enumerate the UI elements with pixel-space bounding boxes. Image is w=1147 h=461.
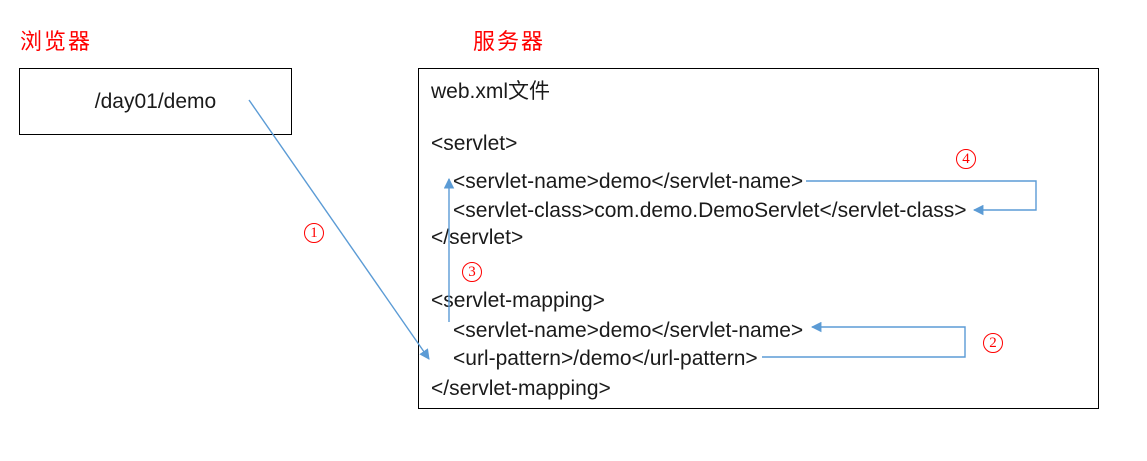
xml-line-url-pattern: <url-pattern>/demo</url-pattern> [453, 347, 758, 370]
arrow-step1-request [248, 99, 430, 360]
xml-line-servlet-close: </servlet> [431, 226, 524, 249]
xml-line-servlet-class: <servlet-class>com.demo.DemoServlet</ser… [453, 199, 967, 222]
webxml-file-title: web.xml文件 [431, 80, 551, 103]
browser-label: 浏览器 [20, 29, 93, 54]
step-marker-4: 4 [956, 149, 976, 169]
step-marker-1: 1 [304, 223, 324, 243]
server-box: web.xml文件 <servlet> <servlet-name>demo</… [418, 68, 1099, 409]
step-marker-3: 3 [462, 262, 482, 282]
xml-line-mapping-servlet-name: <servlet-name>demo</servlet-name> [453, 319, 804, 342]
server-label: 服务器 [473, 29, 546, 54]
xml-line-mapping-open: <servlet-mapping> [431, 289, 605, 312]
step-marker-2: 2 [983, 333, 1003, 353]
xml-line-mapping-close: </servlet-mapping> [431, 377, 611, 400]
browser-box: /day01/demo [19, 68, 292, 135]
request-url: /day01/demo [94, 89, 217, 113]
xml-line-servlet-open: <servlet> [431, 132, 518, 155]
xml-line-servlet-name: <servlet-name>demo</servlet-name> [453, 170, 804, 193]
